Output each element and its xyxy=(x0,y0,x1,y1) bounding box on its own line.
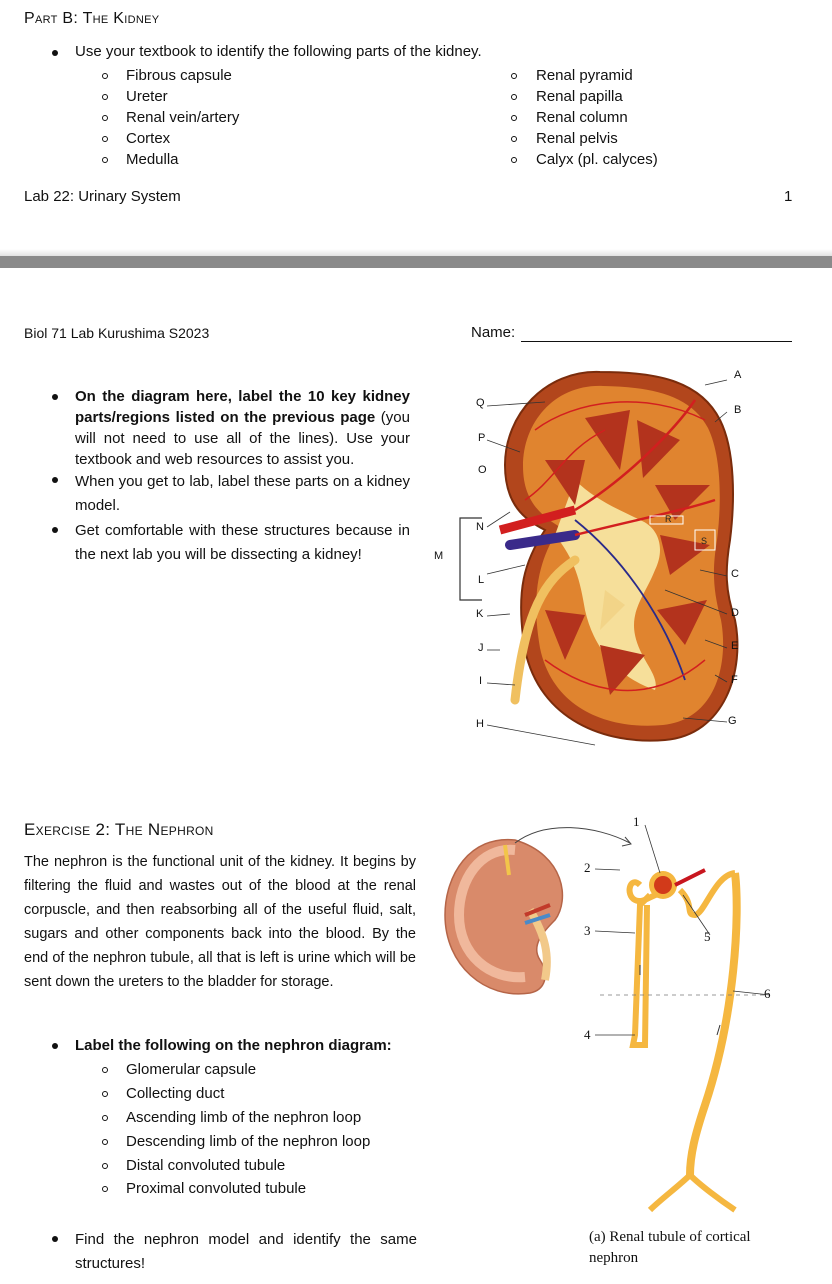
list-item: Cortex xyxy=(126,130,171,147)
list-item: Renal pyramid xyxy=(536,67,633,84)
list-ring xyxy=(511,94,517,100)
kidney-label-a: A xyxy=(734,369,742,381)
list-ring xyxy=(102,1163,108,1169)
kidney-label-i: I xyxy=(479,675,483,687)
list-ring xyxy=(102,94,108,100)
final-instruction: Find the nephron model and identify the … xyxy=(75,1231,417,1272)
instruction-text: Use your textbook to identify the follow… xyxy=(75,43,482,60)
nephron-number-4: 4 xyxy=(584,1027,591,1042)
kidney-label-k: K xyxy=(476,608,484,620)
list-item: Renal column xyxy=(536,109,628,126)
kidney-label-h: H xyxy=(476,718,484,730)
list-ring xyxy=(511,115,517,121)
bullet-dot xyxy=(52,477,58,483)
bullet-dot xyxy=(52,1236,58,1242)
nephron-list-item: Glomerular capsule xyxy=(126,1061,257,1078)
list-ring xyxy=(102,1067,108,1073)
list-item: Renal papilla xyxy=(536,88,623,105)
page-footer-title: Lab 22: Urinary System xyxy=(24,188,181,205)
kidney-label-o: O xyxy=(478,464,487,476)
list-ring xyxy=(102,1115,108,1121)
list-item: Fibrous capsule xyxy=(126,67,232,84)
kidney-label-m: M xyxy=(434,550,444,562)
nephron-list-item: Collecting duct xyxy=(126,1085,225,1102)
nephron-number-5: 5 xyxy=(704,929,711,944)
list-ring xyxy=(102,73,108,79)
list-ring xyxy=(102,1186,108,1192)
list-item: Renal pelvis xyxy=(536,130,618,147)
dissect-note: Get comfortable with these structures be… xyxy=(75,522,410,563)
kidney-label-j: J xyxy=(478,642,484,654)
label-R: R xyxy=(665,514,672,524)
bullet-dot xyxy=(52,1043,58,1049)
exercise-paragraph: The nephron is the functional unit of th… xyxy=(24,854,416,990)
list-ring xyxy=(102,1139,108,1145)
list-item: Medulla xyxy=(126,151,179,168)
list-item: Renal vein/artery xyxy=(126,109,240,126)
list-ring xyxy=(511,136,517,142)
model-instruction: When you get to lab, label these parts o… xyxy=(75,473,410,514)
name-field[interactable] xyxy=(521,341,792,342)
nephron-number-3: 3 xyxy=(584,923,591,938)
nephron-list-item: Descending limb of the nephron loop xyxy=(126,1133,371,1150)
kidney-label-p: P xyxy=(478,432,486,444)
nephron-list-item: Proximal convoluted tubule xyxy=(126,1180,307,1197)
list-item: Ureter xyxy=(126,88,168,105)
kidney-label-c: C xyxy=(731,568,739,580)
list-ring xyxy=(511,73,517,79)
nephron-list-item: Ascending limb of the nephron loop xyxy=(126,1109,362,1126)
kidney-label-q: Q xyxy=(476,397,485,409)
kidney-label-b: B xyxy=(734,404,742,416)
list-item: Calyx (pl. calyces) xyxy=(536,151,658,168)
list-ring xyxy=(102,136,108,142)
list-ring xyxy=(102,157,108,163)
diagram-instruction-bold: On the diagram here, label the 10 key ki… xyxy=(75,388,410,426)
bullet-dot xyxy=(52,394,58,400)
kidney-label-d: D xyxy=(731,607,739,619)
nephron-number-6: 6 xyxy=(764,986,771,1001)
kidney-diagram: R S xyxy=(459,370,739,746)
list-ring xyxy=(102,1091,108,1097)
bullet-dot xyxy=(52,527,58,533)
page2-header: Biol 71 Lab Kurushima S2023 xyxy=(24,325,210,341)
diagram-instruction: On the diagram here, label the 10 key ki… xyxy=(75,386,410,470)
list-ring xyxy=(102,115,108,121)
kidney-label-f: F xyxy=(731,674,738,686)
diagram-instruction-rest: (you will not need to use all of the lin… xyxy=(75,409,410,468)
exercise-heading: Exercise 2: The Nephron xyxy=(24,820,214,839)
kidney-label-g: G xyxy=(728,715,737,727)
bullet-dot xyxy=(52,50,58,56)
label-S: S xyxy=(701,536,707,546)
nephron-number-2: 2 xyxy=(584,860,591,875)
nephron-list-item: Distal convoluted tubule xyxy=(126,1157,286,1174)
nephron-diagram xyxy=(444,824,771,1213)
page1-heading: Part B: The Kidney xyxy=(24,10,160,27)
list-ring xyxy=(511,157,517,163)
page-separator xyxy=(0,256,832,268)
page-gap xyxy=(0,249,832,257)
kidney-label-l: L xyxy=(478,574,485,586)
nephron-number-1: 1 xyxy=(633,814,640,829)
page-number: 1 xyxy=(784,188,793,205)
nephron-caption: (a) Renal tubule of cortical nephron xyxy=(589,1229,751,1266)
name-label: Name: xyxy=(471,324,516,341)
kidney-label-n: N xyxy=(476,521,484,533)
kidney-label-e: E xyxy=(731,640,739,652)
label-instruction: Label the following on the nephron diagr… xyxy=(75,1037,392,1054)
